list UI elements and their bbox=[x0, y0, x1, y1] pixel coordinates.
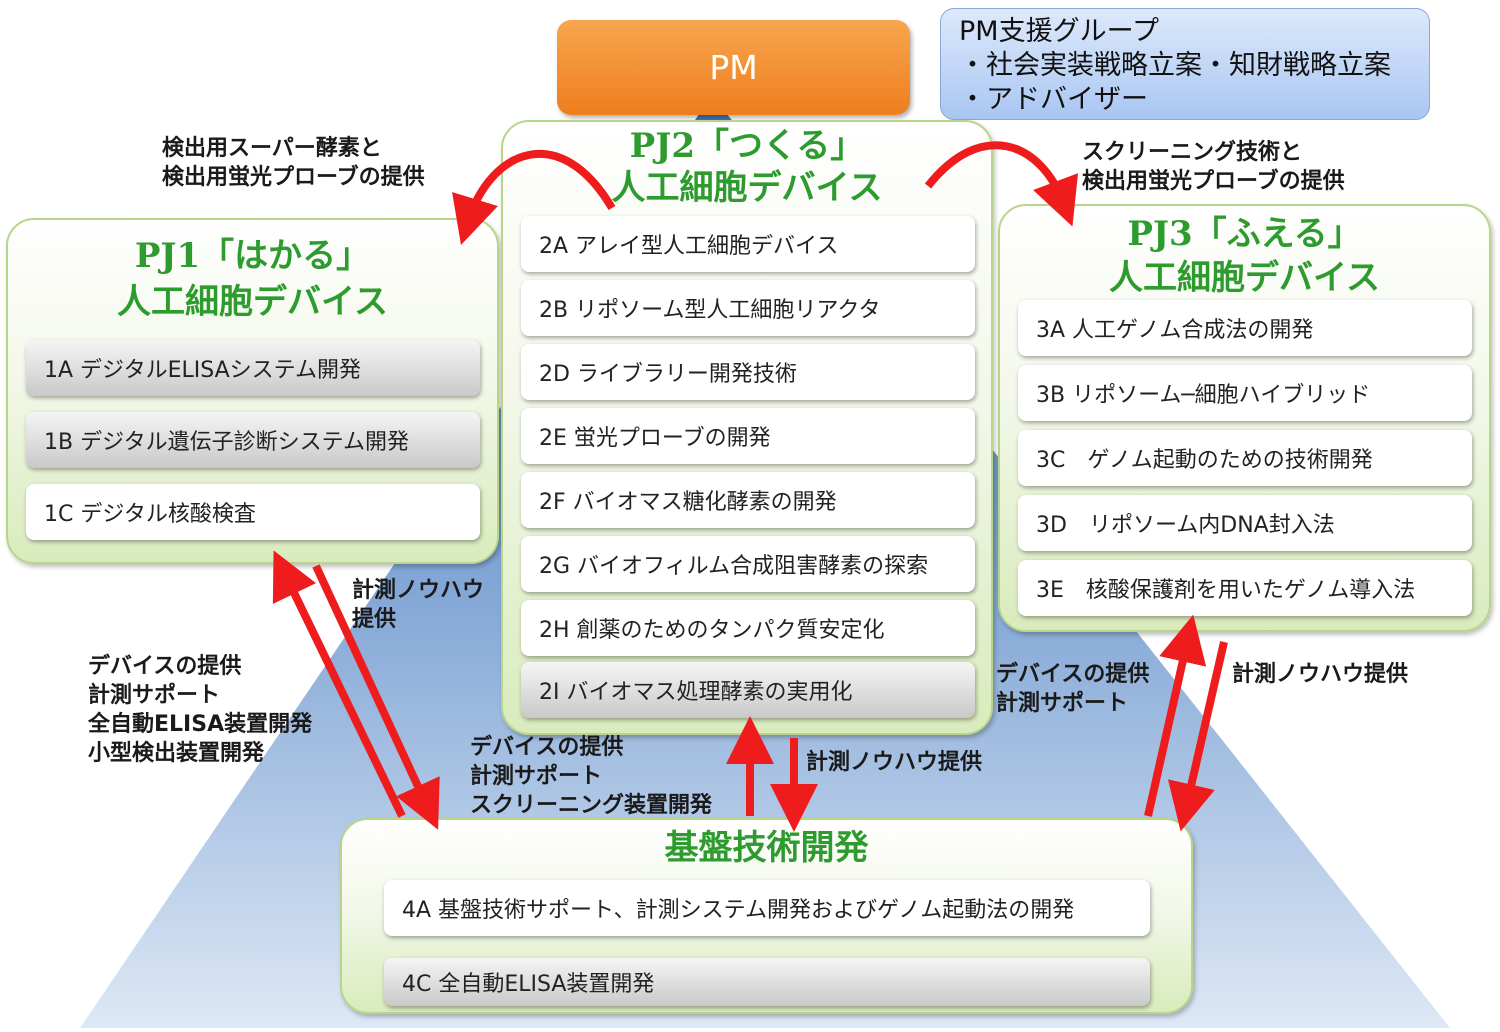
arrow-base-to-pj3 bbox=[1144, 614, 1207, 817]
pm-support-line: ・社会実装戦略立案・知財戦略立案 bbox=[959, 50, 1391, 81]
label-base-to-pj2: デバイスの提供 計測サポート スクリーニング装置開発 bbox=[470, 735, 713, 818]
pj1-item-1a: 1A デジタルELISAシステム開発 bbox=[26, 340, 480, 396]
pj3-title-line1: PJ3「ふえる」 bbox=[1127, 214, 1362, 254]
pj2-item-2e: 2E 蛍光プローブの開発 bbox=[521, 408, 975, 464]
pm-support-line: ・アドバイザー bbox=[959, 84, 1148, 115]
label-pj1-knowhow: 計測ノウハウ 提供 bbox=[352, 578, 485, 632]
pj2-item-2f: 2F バイオマス糖化酵素の開発 bbox=[521, 472, 975, 528]
pj3-item-3a: 3A 人工ゲノム合成法の開発 bbox=[1018, 300, 1472, 356]
pj3-panel: PJ3「ふえる」 人工細胞デバイス 3A 人工ゲノム合成法の開発 3B リポソー… bbox=[998, 204, 1491, 632]
arrow-pj1-to-base bbox=[312, 564, 440, 830]
pj2-item-2i: 2I バイオマス処理酵素の実用化 bbox=[521, 662, 975, 718]
pj2-title-line2: 人工細胞デバイス bbox=[611, 168, 883, 208]
arrow-pj2-to-pj3 bbox=[924, 141, 1079, 227]
label-pj3-knowhow: 計測ノウハウ提供 bbox=[1232, 662, 1409, 687]
pj3-title-line2: 人工細胞デバイス bbox=[1109, 258, 1380, 298]
base-item-4a: 4A 基盤技術サポート、計測システム開発およびゲノム起動法の開発 bbox=[384, 880, 1150, 936]
pj3-item-3e: 3E 核酸保護剤を用いたゲノム導入法 bbox=[1018, 560, 1472, 616]
pm-label: PM bbox=[709, 48, 758, 87]
pj2-title-line1: PJ2「つくる」 bbox=[629, 126, 865, 166]
label-base-to-pj1: デバイスの提供 計測サポート 全自動ELISA装置開発 小型検出装置開発 bbox=[88, 654, 313, 766]
pj1-title-line2: 人工細胞デバイス bbox=[117, 282, 388, 322]
arrow-pj2-to-pj1 bbox=[452, 149, 616, 245]
pj2-item-2d: 2D ライブラリー開発技術 bbox=[521, 344, 975, 400]
label-pj2-to-pj3: スクリーニング技術と 検出用蛍光プローブの提供 bbox=[1082, 140, 1345, 194]
pj3-item-3d: 3D リポソーム内DNA封入法 bbox=[1018, 495, 1472, 551]
base-item-4c: 4C 全自動ELISA装置開発 bbox=[384, 958, 1150, 1006]
pm-support-group-box: PM支援グループ ・社会実装戦略立案・知財戦略立案 ・アドバイザー bbox=[940, 8, 1430, 120]
pj2-panel: PJ2「つくる」 人工細胞デバイス 2A アレイ型人工細胞デバイス 2B リポソ… bbox=[501, 120, 993, 735]
base-tech-title: 基盤技術開発 bbox=[664, 828, 869, 868]
pj1-panel: PJ1「はかる」 人工細胞デバイス 1A デジタルELISAシステム開発 1B … bbox=[6, 218, 499, 564]
pj3-item-3c: 3C ゲノム起動のための技術開発 bbox=[1018, 430, 1472, 486]
pj1-item-1c: 1C デジタル核酸検査 bbox=[26, 484, 480, 540]
pj2-item-2h: 2H 創薬のためのタンパク質安定化 bbox=[521, 600, 975, 656]
pm-box: PM bbox=[557, 20, 910, 115]
arrow-base-to-pj1 bbox=[272, 550, 406, 818]
pj3-item-3b: 3B リポソーム─細胞ハイブリッド bbox=[1018, 365, 1472, 421]
pj2-item-2g: 2G バイオフィルム合成阻害酵素の探索 bbox=[521, 536, 975, 592]
pj2-item-2b: 2B リポソーム型人工細胞リアクタ bbox=[521, 280, 975, 336]
arrow-pj3-to-base bbox=[1167, 641, 1228, 832]
label-pj2-knowhow: 計測ノウハウ提供 bbox=[806, 750, 983, 775]
pj1-title-line1: PJ1「はかる」 bbox=[134, 236, 371, 276]
label-base-to-pj3: デバイスの提供 計測サポート bbox=[996, 662, 1150, 716]
label-pj2-to-pj1: 検出用スーパー酵素と 検出用蛍光プローブの提供 bbox=[162, 136, 425, 190]
pj2-item-2a: 2A アレイ型人工細胞デバイス bbox=[521, 216, 975, 272]
pj1-item-1b: 1B デジタル遺伝子診断システム開発 bbox=[26, 412, 480, 468]
base-tech-panel: 基盤技術開発 4A 基盤技術サポート、計測システム開発およびゲノム起動法の開発 … bbox=[340, 818, 1193, 1014]
pm-support-title: PM支援グループ bbox=[959, 16, 1159, 47]
